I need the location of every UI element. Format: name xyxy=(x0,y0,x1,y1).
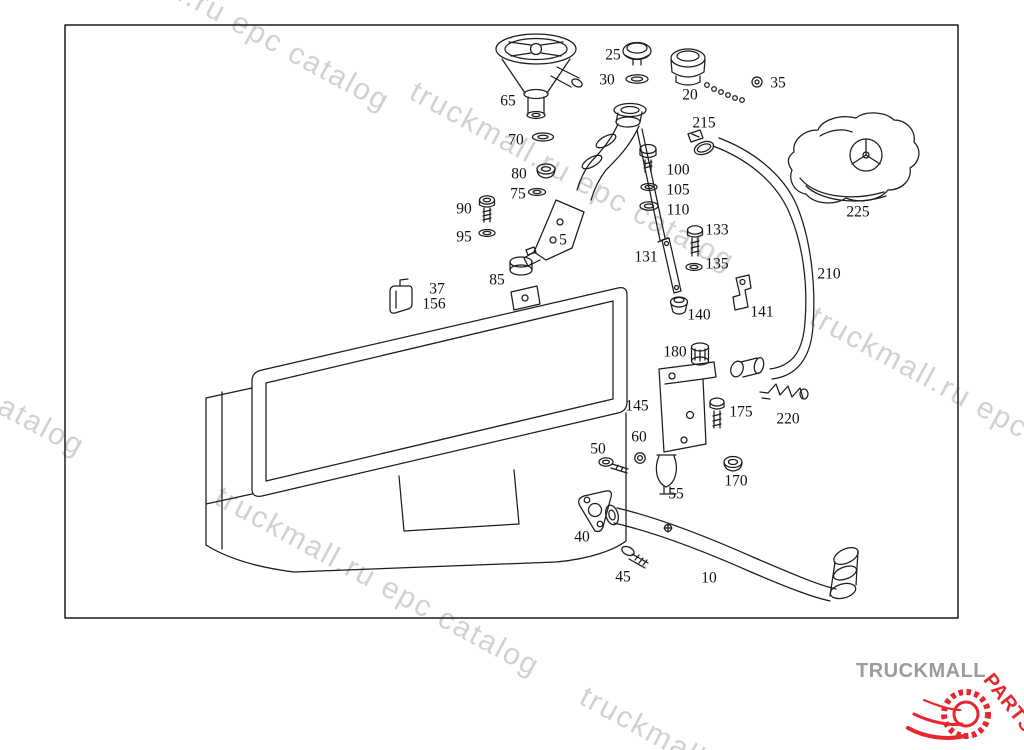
bolt-133-drawing xyxy=(686,225,704,257)
strainer-funnel-drawing xyxy=(495,33,583,120)
ring-110-drawing xyxy=(639,201,659,211)
part-label-141[interactable]: 141 xyxy=(750,303,774,321)
expansion-tank-225-drawing xyxy=(787,112,920,204)
washer-135-drawing xyxy=(685,262,703,272)
panel-bracket-drawing xyxy=(510,285,541,311)
washer-60-drawing xyxy=(634,452,646,464)
part-label-105[interactable]: 105 xyxy=(666,181,690,199)
clamp-85-drawing xyxy=(509,246,537,276)
flange-40-drawing xyxy=(578,490,613,533)
washer-75-drawing xyxy=(527,187,547,197)
part-label-100[interactable]: 100 xyxy=(666,161,690,179)
seal-ring-30-drawing xyxy=(625,74,649,84)
clip-37-156-drawing xyxy=(389,278,413,314)
part-label-210[interactable]: 210 xyxy=(817,265,841,283)
elbow-fitting-drawing xyxy=(730,356,765,378)
part-label-135[interactable]: 135 xyxy=(705,255,729,273)
part-label-85[interactable]: 85 xyxy=(489,271,505,289)
part-label-156[interactable]: 156 xyxy=(422,295,446,313)
washer-70-drawing xyxy=(531,132,555,142)
part-label-215[interactable]: 215 xyxy=(692,114,716,132)
cap-nut-140-drawing xyxy=(669,296,689,315)
part-label-110[interactable]: 110 xyxy=(666,201,690,219)
part-label-55[interactable]: 55 xyxy=(668,485,684,503)
bushing-180-drawing xyxy=(690,342,710,366)
part-label-225[interactable]: 225 xyxy=(846,203,870,221)
gear-logo-icon xyxy=(906,689,991,740)
diagram-border xyxy=(64,24,959,619)
part-label-20[interactable]: 20 xyxy=(682,86,698,104)
part-label-140[interactable]: 140 xyxy=(687,306,711,324)
part-label-37[interactable]: 37 xyxy=(429,280,445,298)
part-label-60[interactable]: 60 xyxy=(631,428,647,446)
bracket-141-drawing xyxy=(732,274,752,311)
part-label-10[interactable]: 10 xyxy=(701,569,717,587)
filler-cap-20-drawing xyxy=(670,48,745,103)
part-label-90[interactable]: 90 xyxy=(456,200,472,218)
ring-35-drawing xyxy=(751,76,763,88)
bracket-145-drawing xyxy=(658,361,717,453)
part-label-50[interactable]: 50 xyxy=(590,440,606,458)
part-label-175[interactable]: 175 xyxy=(729,403,753,421)
hose-210-drawing xyxy=(712,137,815,380)
bolt-50-drawing xyxy=(598,457,629,474)
brand-logo: TRUCKMALLPARTS xyxy=(856,660,1024,748)
nut-80-drawing xyxy=(536,163,556,179)
nut-170-drawing xyxy=(723,455,743,472)
part-label-180[interactable]: 180 xyxy=(663,343,687,361)
part-label-220[interactable]: 220 xyxy=(776,410,800,428)
part-label-35[interactable]: 35 xyxy=(770,74,786,92)
barb-fitting-220-drawing xyxy=(759,383,809,400)
bolt-90-drawing xyxy=(478,195,496,223)
pipe-10-drawing xyxy=(605,504,859,602)
hose-clamp-215-drawing xyxy=(687,129,715,156)
tank-body-drawing xyxy=(205,287,628,573)
part-label-170[interactable]: 170 xyxy=(724,472,748,490)
part-label-95[interactable]: 95 xyxy=(456,228,472,246)
brand-name: TRUCKMALL xyxy=(856,660,987,682)
part-label-80[interactable]: 80 xyxy=(511,165,527,183)
bolt-45-drawing xyxy=(621,545,649,569)
part-label-75[interactable]: 75 xyxy=(510,185,526,203)
clamp-55-drawing xyxy=(655,454,677,495)
part-label-133[interactable]: 133 xyxy=(705,221,729,239)
brand-wordmark: TRUCKMALLPARTS xyxy=(856,660,1024,737)
part-label-45[interactable]: 45 xyxy=(615,568,631,586)
part-label-30[interactable]: 30 xyxy=(599,71,615,89)
part-label-145[interactable]: 145 xyxy=(625,397,649,415)
part-label-25[interactable]: 25 xyxy=(605,46,621,64)
cap-25-drawing xyxy=(622,41,652,66)
filler-pipe-assembly-drawing xyxy=(523,102,669,267)
washer-95-drawing xyxy=(478,228,496,238)
bolt-175-drawing xyxy=(709,397,725,429)
part-label-5[interactable]: 5 xyxy=(559,231,567,249)
part-label-40[interactable]: 40 xyxy=(574,528,590,546)
part-label-70[interactable]: 70 xyxy=(508,131,524,149)
part-label-131[interactable]: 131 xyxy=(634,248,658,266)
part-label-65[interactable]: 65 xyxy=(500,92,516,110)
strap-131-drawing xyxy=(661,237,682,294)
